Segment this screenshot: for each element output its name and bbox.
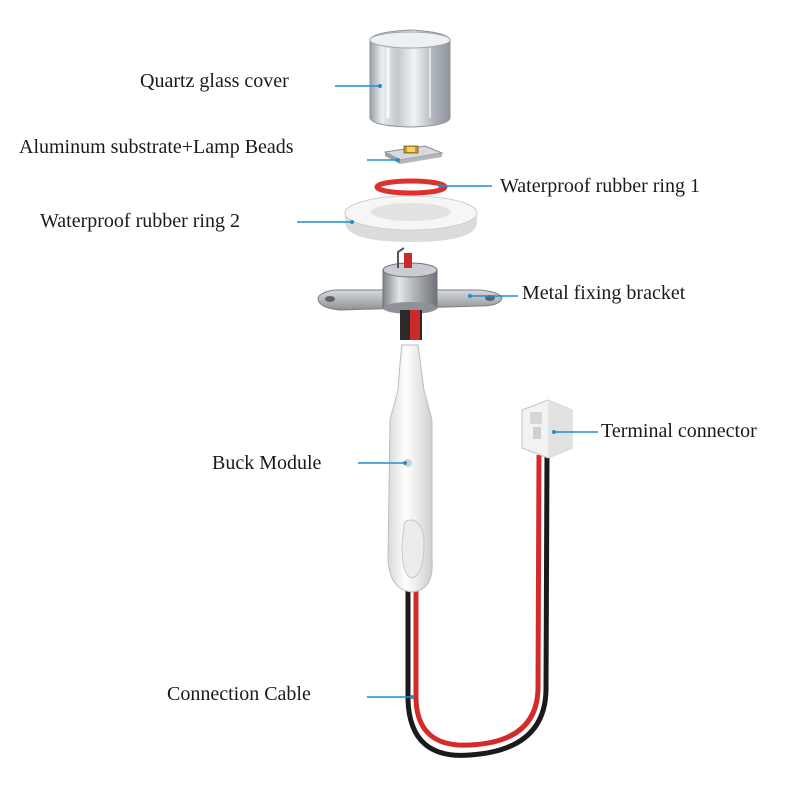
terminal-connector-shape: [521, 399, 573, 459]
rubber-ring-2-shape: [344, 195, 478, 242]
leader-dot-ring2: [350, 220, 354, 224]
label-metal-fixing-bracket: Metal fixing bracket: [522, 282, 686, 304]
leader-dot-substrate: [396, 158, 400, 162]
leader-dot-quartz: [378, 84, 382, 88]
leader-lines: [297, 84, 598, 699]
connection-cable-shape: [405, 454, 550, 758]
substrate-shape: [383, 145, 444, 164]
metal-fixing-bracket-shape: [317, 247, 503, 340]
label-quartz-glass-cover: Quartz glass cover: [140, 70, 289, 92]
label-aluminum-substrate: Aluminum substrate+Lamp Beads: [19, 136, 294, 158]
leader-dot-terminal: [552, 430, 556, 434]
label-terminal-connector: Terminal connector: [601, 420, 757, 442]
rubber-ring-1-shape: [374, 178, 448, 196]
leader-dot-buck: [403, 461, 407, 465]
quartz-glass-cover-shape: [369, 29, 451, 128]
label-connection-cable: Connection Cable: [167, 683, 311, 705]
buck-module-shape: [387, 344, 433, 593]
leader-dot-bracket: [468, 294, 472, 298]
label-rubber-ring-2: Waterproof rubber ring 2: [40, 210, 240, 232]
label-buck-module: Buck Module: [212, 452, 322, 474]
label-rubber-ring-1: Waterproof rubber ring 1: [500, 175, 700, 197]
leader-dot-cable: [410, 695, 414, 699]
leader-dot-ring1: [438, 184, 442, 188]
